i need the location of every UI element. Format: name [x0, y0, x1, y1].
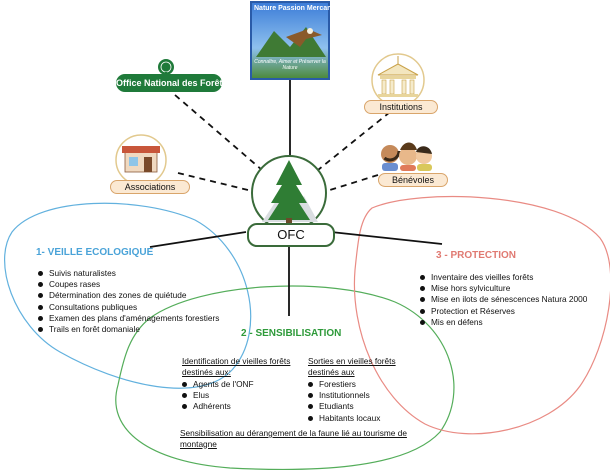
connector-veille — [149, 231, 247, 248]
benevoles-label: Bénévoles — [378, 173, 448, 187]
connector-benevoles — [329, 174, 379, 191]
protection-list: Inventaire des vieilles forêts Mise hors… — [420, 272, 587, 328]
list-item: Mise hors sylviculture — [420, 283, 587, 294]
connector-onf — [174, 94, 263, 171]
sensibilisation-right-list: Forestiers Institutionnels Etudiants Hab… — [308, 379, 380, 424]
list-item: Elus — [182, 390, 254, 401]
connector-institutions — [317, 111, 391, 171]
list-item: Forestiers — [308, 379, 380, 390]
veille-list: Suivis naturalistes Coupes rases Détermi… — [38, 268, 219, 335]
tree-icon — [251, 155, 327, 231]
list-item: Protection et Réserves — [420, 306, 587, 317]
nature-card-subtitle: Connaître, Aimer et Préserver la Nature — [254, 59, 326, 71]
eagle-icon — [256, 27, 326, 57]
list-item: Trails en forêt domaniale — [38, 324, 219, 335]
protection-outline — [353, 195, 610, 435]
connector-protection — [330, 231, 443, 245]
protection-title: 3 - PROTECTION — [436, 250, 517, 261]
connector-associations — [177, 172, 249, 191]
nature-card-title: Nature Passion Mercantour — [254, 5, 346, 12]
list-item: Consultations publiques — [38, 302, 219, 313]
sensibilisation-footer: Sensibilisation au dérangement de la fau… — [180, 428, 407, 449]
list-item: Examen des plans d'aménagements forestie… — [38, 313, 219, 324]
veille-title: 1- VEILLE ECOLOGIQUE — [36, 247, 154, 258]
associations-label: Associations — [110, 180, 190, 194]
list-item: Inventaire des vieilles forêts — [420, 272, 587, 283]
associations-icon — [115, 134, 167, 186]
sensibilisation-outline — [115, 285, 455, 471]
list-item: Adhérents — [182, 401, 254, 412]
sensibilisation-left-list: Agents de l'ONF Elus Adhérents — [182, 379, 254, 413]
sensibilisation-title: 2 - SENSIBILISATION — [241, 328, 342, 339]
list-item: Habitants locaux — [308, 413, 380, 424]
onf-label: Office National des Forêts — [116, 74, 228, 92]
list-item: Mis en défens — [420, 317, 587, 328]
list-item: Détermination des zones de quiétude — [38, 290, 219, 301]
sensibilisation-right-heading: Sorties en vieilles forêts destinés aux — [308, 356, 396, 377]
institutions-icon — [371, 53, 425, 107]
list-item: Agents de l'ONF — [182, 379, 254, 390]
list-item: Suivis naturalistes — [38, 268, 219, 279]
list-item: Institutionnels — [308, 390, 380, 401]
veille-outline — [4, 202, 252, 389]
ofc-center-label: OFC — [247, 223, 335, 247]
list-item: Etudiants — [308, 401, 380, 412]
benevoles-icon — [379, 140, 432, 171]
nature-passion-card: Nature Passion Mercantour Connaître, Aim… — [250, 1, 346, 80]
list-item: Mise en ilots de sénescences Natura 2000 — [420, 294, 587, 305]
sensibilisation-left-heading: Identification de vieilles forêts destin… — [182, 356, 291, 377]
list-item: Coupes rases — [38, 279, 219, 290]
institutions-label: Institutions — [364, 100, 438, 114]
